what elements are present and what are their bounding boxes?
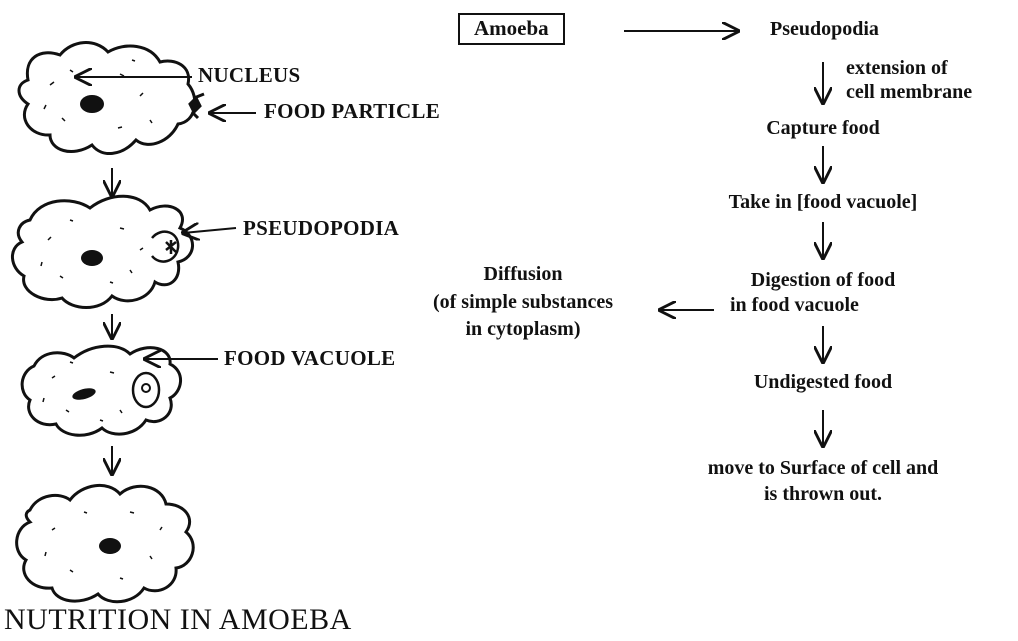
- cell-2-granules: [40, 219, 144, 284]
- flow-move-line2: is thrown out.: [764, 483, 882, 505]
- flow-extension-line2: cell membrane: [846, 81, 973, 103]
- label-pseudopodia: PSEUDOPODIA: [243, 216, 400, 240]
- cell-3-membrane: [20, 344, 182, 437]
- flow-diffusion-line1: Diffusion: [483, 263, 563, 285]
- flow-pseudopodia: Pseudopodia: [770, 18, 879, 40]
- flow-digestion-line2: in food vacuole: [730, 294, 859, 316]
- cell-4-granules: [44, 511, 163, 580]
- flow-digestion-line1: Digestion of food: [750, 269, 896, 291]
- cell-2-pseudopod-pocket: [151, 230, 180, 263]
- cell-2-nucleus: [81, 250, 103, 266]
- amoeba-box-label: Amoeba: [474, 16, 549, 40]
- cell-3-vacuole-particle: [141, 383, 151, 393]
- cell-1-nucleus: [80, 95, 104, 113]
- cell-1-granules: [43, 59, 153, 129]
- cell-3-nucleus: [72, 388, 96, 400]
- amoeba-cell-1: [17, 41, 205, 155]
- diagram-title: NUTRITION IN AMOEBA: [4, 603, 352, 636]
- flow-move-line1: move to Surface of cell and: [707, 457, 939, 479]
- pseudopodia-pointer: [183, 228, 237, 233]
- cell-4-membrane: [15, 483, 195, 604]
- amoeba-box: Amoeba: [458, 13, 565, 46]
- flow-capture: Capture food: [766, 117, 880, 139]
- flow-diffusion-line2: (of simple substances: [432, 291, 613, 313]
- cell-1-food-particle: [188, 92, 205, 120]
- flow-diffusion-line3: in cytoplasm): [465, 318, 581, 340]
- amoeba-cell-4: [15, 483, 195, 604]
- cell-4-nucleus: [99, 538, 121, 554]
- amoeba-cell-2: [11, 194, 194, 309]
- flow-take-in: Take in [food vacuole]: [728, 191, 918, 213]
- amoeba-cell-3: [20, 344, 182, 437]
- cell-1-membrane: [17, 41, 197, 155]
- cell-3-granules: [42, 361, 123, 422]
- cell-3-food-vacuole: [131, 371, 161, 409]
- label-food-particle: FOOD PARTICLE: [264, 99, 441, 123]
- flow-undigested: Undigested food: [753, 371, 893, 393]
- cell-2-food-particle: [165, 240, 177, 254]
- label-food-vacuole: FOOD VACUOLE: [224, 346, 396, 370]
- flow-extension-line1: extension of: [846, 57, 948, 79]
- cell-2-membrane: [11, 194, 194, 309]
- label-nucleus: NUCLEUS: [198, 63, 301, 87]
